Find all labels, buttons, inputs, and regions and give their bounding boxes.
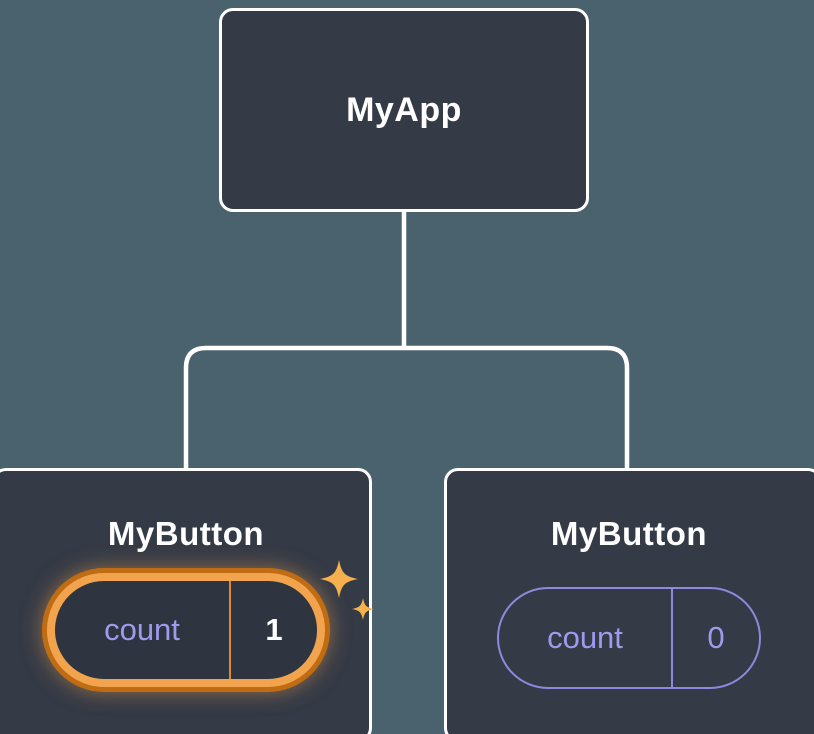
state-value: 1 <box>265 612 283 647</box>
state-pill-highlighted: count 1 <box>47 573 325 687</box>
node-myapp: MyApp <box>219 8 589 212</box>
node-mybutton-right-label: MyButton <box>550 515 708 552</box>
node-myapp-label: MyApp <box>346 90 462 129</box>
pill-divider <box>229 581 231 679</box>
state-key-label: count <box>547 620 623 655</box>
state-key-label: count <box>104 612 180 647</box>
pill-divider <box>671 589 673 687</box>
node-mybutton-left: MyButton count 1 <box>0 468 374 734</box>
state-value: 0 <box>707 620 725 655</box>
node-mybutton-right: MyButton count 0 <box>444 468 814 734</box>
state-pill-normal: count 0 <box>497 587 761 689</box>
connector-branch <box>183 345 630 470</box>
node-mybutton-left-label: MyButton <box>107 515 265 552</box>
